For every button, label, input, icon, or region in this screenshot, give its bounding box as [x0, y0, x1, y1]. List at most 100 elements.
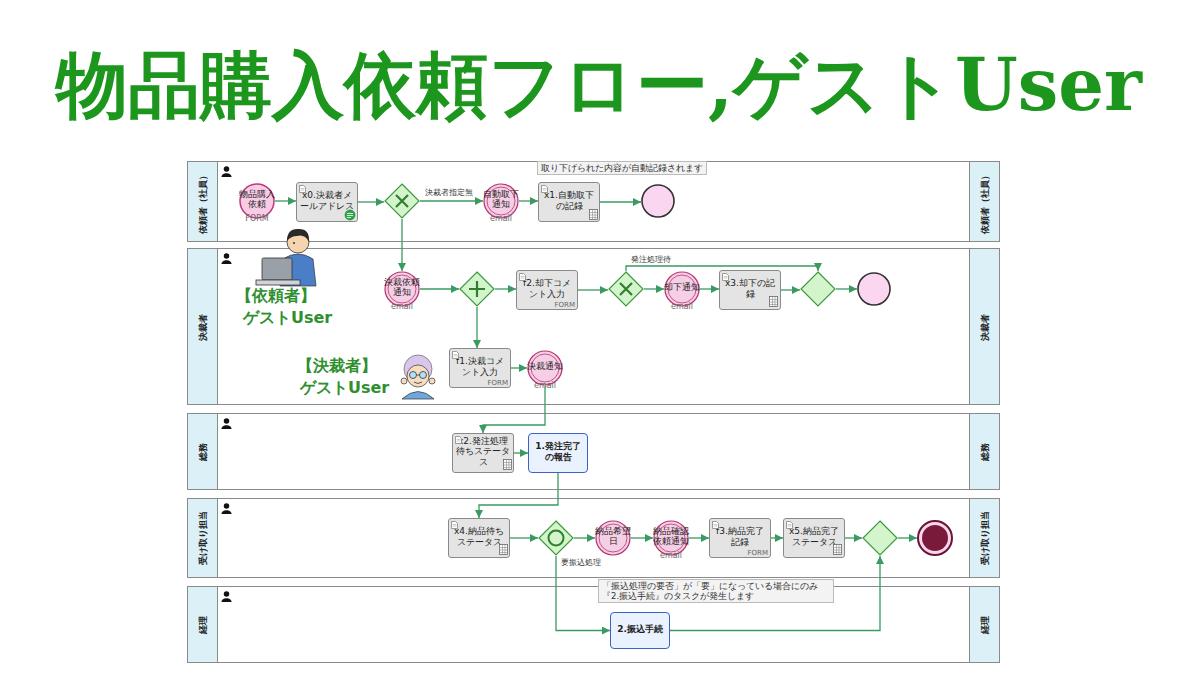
message-event: 納品確認依頼通知email — [653, 520, 689, 556]
end-circle — [858, 273, 890, 305]
node-sublabel: email — [473, 214, 529, 223]
node-label: f1.決裁コメント入力 — [450, 356, 510, 377]
message-event: 納品希望日 — [595, 520, 631, 556]
node-sublabel: email — [517, 381, 573, 390]
gateway-diamond — [539, 521, 573, 555]
service-task: x3.却下の記録 — [719, 270, 781, 310]
message-event: 自動取下通知email — [483, 183, 519, 219]
lane-header: 決裁者 — [969, 249, 999, 404]
node-label: 1.発注完了の報告 — [529, 441, 587, 462]
lane-label: 受け取り担当 — [198, 502, 208, 574]
annotation-note: 取り下げられた内容が自動記録されます — [537, 161, 707, 175]
lane-label: 総務 — [198, 417, 208, 486]
message-event: 決裁通知email — [527, 350, 563, 386]
node-label: x5.納品完了ステータス — [784, 526, 844, 547]
flow-label: 発注処理待 — [631, 255, 671, 264]
node-label: x2.発注処理待ちステータス — [453, 436, 513, 468]
gateway — [608, 271, 644, 307]
terminate-end-event — [917, 520, 953, 556]
lane-label: 依頼者（社員） — [980, 165, 990, 238]
node-outline — [608, 271, 644, 307]
lane-header: 経理 — [969, 587, 999, 662]
node-label: 納品確認依頼通知 — [649, 527, 693, 546]
lane-header: 受け取り担当 — [188, 499, 218, 577]
flow-label: 決裁者指定無 — [425, 188, 473, 197]
node-label: 決裁依頼通知 — [380, 278, 424, 297]
actor-caption: 【決裁者】 — [297, 356, 377, 377]
node-label: 自動取下通知 — [479, 190, 523, 209]
page-title: 物品購入依頼フロー,ゲストUser — [0, 40, 1198, 130]
end-event — [857, 272, 891, 306]
node-label: 納品希望日 — [591, 527, 635, 546]
gateway-diamond — [385, 184, 419, 218]
gateway — [800, 271, 836, 307]
end-event — [641, 184, 675, 218]
swimlane: 総務 総務 x2.発注処理待ちステータス 1.発注完了の報告 — [187, 413, 1000, 490]
message-event: 決裁依頼通知email — [384, 271, 420, 307]
lane-header: 決裁者 — [188, 249, 218, 404]
service-task: x1.自動取下の記録 — [538, 182, 600, 222]
end-fill — [922, 525, 948, 551]
service-task: f1.決裁コメント入力 FORM — [449, 348, 511, 388]
node-sublabel: FORM — [748, 549, 768, 557]
gateway — [459, 271, 495, 307]
node-outline — [857, 272, 891, 306]
lane-label: 経理 — [198, 590, 208, 659]
node-sublabel: FORM — [229, 214, 285, 223]
exclusive-marker — [396, 195, 408, 207]
node-outline — [800, 271, 836, 307]
node-sublabel: FORM — [555, 301, 575, 309]
node-sublabel: email — [374, 302, 430, 311]
node-label: 物品購入依頼 — [235, 190, 279, 209]
lane-header: 経理 — [188, 587, 218, 662]
exclusive-marker — [620, 283, 632, 295]
lane-label: 依頼者（社員） — [198, 165, 208, 238]
gateway — [538, 520, 574, 556]
lane-header: 総務 — [188, 414, 218, 489]
lane-label: 受け取り担当 — [980, 502, 990, 574]
node-sublabel: email — [643, 551, 699, 560]
service-task: x4.納品待ちステータス — [448, 518, 510, 558]
service-task: x0.決裁者メールアドレス — [296, 182, 358, 222]
node-label: x4.納品待ちステータス — [449, 526, 509, 547]
end-circle — [918, 521, 952, 555]
node-label: x0.決裁者メールアドレス — [297, 190, 357, 211]
service-task: f2.却下コメント入力 FORM — [516, 270, 578, 310]
inclusive-marker — [549, 531, 564, 546]
actor-caption: 【依頼者】 — [236, 286, 316, 307]
node-outline — [459, 271, 495, 307]
gateway-diamond — [460, 272, 494, 306]
node-sublabel: FORM — [488, 379, 508, 387]
service-task: x2.発注処理待ちステータス — [452, 433, 514, 473]
gateway-diamond — [801, 272, 835, 306]
node-label: 却下通知 — [660, 283, 704, 293]
node-label: f2.却下コメント入力 — [517, 278, 577, 299]
gateway-diamond — [863, 521, 897, 555]
start-event: 物品購入依頼FORM — [239, 183, 275, 219]
node-outline — [862, 520, 898, 556]
lane-label: 経理 — [980, 590, 990, 659]
end-circle — [642, 185, 674, 217]
actor-caption: ゲストUser — [243, 308, 332, 329]
lane-header: 依頼者（社員） — [969, 162, 999, 241]
lane-header: 依頼者（社員） — [188, 162, 218, 241]
lane-header: 受け取り担当 — [969, 499, 999, 577]
node-label: f3.納品完了記録 — [710, 526, 770, 547]
service-task: f3.納品完了記録 FORM — [709, 518, 771, 558]
gateway — [384, 183, 420, 219]
node-label: x1.自動取下の記録 — [539, 190, 599, 211]
flow-label: 要振込処理 — [561, 558, 601, 567]
lane-label: 決裁者 — [980, 252, 990, 401]
node-outline — [538, 520, 574, 556]
parallel-marker — [469, 281, 485, 297]
lane-label: 総務 — [980, 417, 990, 486]
message-event: 却下通知email — [664, 271, 700, 307]
gateway — [862, 520, 898, 556]
user-task: 1.発注完了の報告 — [528, 433, 588, 473]
node-label: 2.振込手続 — [615, 624, 665, 635]
node-label: 決裁通知 — [523, 362, 567, 372]
service-task: x5.納品完了ステータス — [783, 518, 845, 558]
node-outline — [917, 520, 953, 556]
annotation-note: 「振込処理の要否」が「要」になっている場合にのみ 『2.振込手続』のタスクが発生… — [598, 579, 834, 603]
